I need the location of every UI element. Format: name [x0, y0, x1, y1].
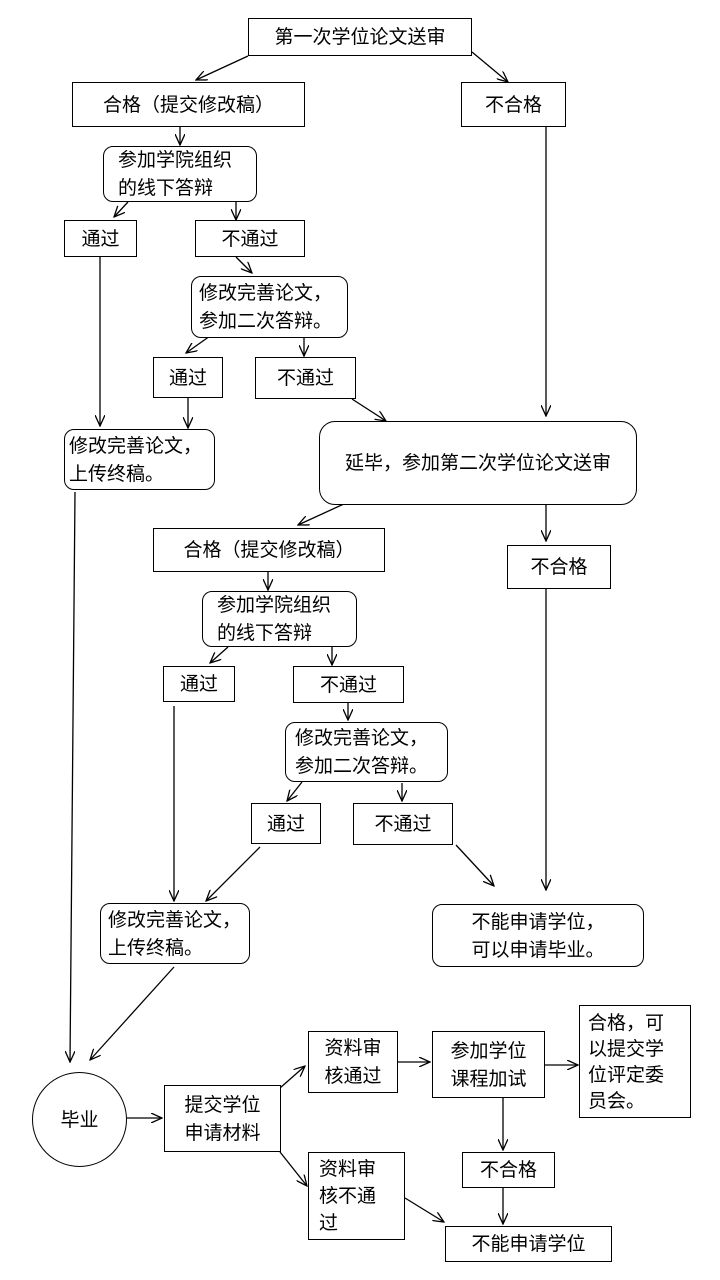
not-through-box-4: 不通过 [353, 803, 453, 845]
no-degree-graduate-line-1: 不能申请学位， [471, 910, 605, 933]
arrow [70, 491, 76, 1062]
course-exam-line-1: 参加学位 [450, 1039, 527, 1062]
graduate-circle: 毕业 [32, 1072, 127, 1167]
defense-line-1: 参加学院组织 [217, 594, 332, 616]
through-box-1: 通过 [64, 220, 137, 257]
arrow [351, 398, 386, 421]
arrow [455, 844, 494, 886]
qualified-box: 合格，可 以提交学 位评定委 员会。 [579, 1005, 691, 1118]
submit-materials-line-1: 提交学位 [184, 1093, 261, 1116]
materials-ok-line-1: 资料审 [324, 1037, 382, 1059]
unqualified-box: 不合格 [462, 1152, 555, 1188]
defense-line-2: 的线下答辩 [118, 177, 214, 199]
revise-line-2: 参加二次答辩。 [199, 310, 333, 332]
arrow [210, 646, 229, 663]
not-through-box-2: 不通过 [255, 357, 356, 399]
upload-line-2: 上传终稿。 [69, 462, 165, 485]
revise-box-2: 修改完善论文， 参加二次答辩。 [285, 722, 448, 782]
through-box-4: 通过 [251, 803, 321, 844]
upload-box-1: 修改完善论文， 上传终稿。 [64, 429, 215, 490]
arrow [471, 51, 508, 82]
qualified-line-4: 员会。 [588, 1089, 646, 1112]
course-exam-line-2: 课程加试 [450, 1067, 527, 1090]
course-exam-box: 参加学位 课程加试 [432, 1031, 545, 1098]
not-through-box-1: 不通过 [195, 220, 305, 257]
defense-line-1: 参加学院组织 [118, 149, 233, 171]
materials-ok-line-2: 核通过 [324, 1065, 382, 1087]
revise-line-2: 参加二次答辩。 [295, 755, 429, 777]
no-degree-box: 不能申请学位 [445, 1226, 612, 1262]
materials-fail-line-1: 资料审 [319, 1157, 377, 1180]
revise-line-1: 修改完善论文， [199, 282, 333, 304]
materials-fail-line-3: 过 [319, 1211, 339, 1234]
arrow [279, 1066, 305, 1089]
submit-materials-box: 提交学位 申请材料 [164, 1085, 281, 1152]
upload-line-1: 修改完善论文， [108, 908, 242, 931]
arrow [186, 335, 211, 353]
through-box-2: 通过 [153, 357, 223, 398]
through-box-3: 通过 [163, 666, 235, 702]
defense-line-2: 的线下答辩 [217, 622, 313, 644]
arrow [206, 846, 261, 901]
no-degree-graduate-line-2: 可以申请毕业。 [471, 938, 605, 961]
no-degree-graduate-box: 不能申请学位， 可以申请毕业。 [432, 904, 644, 967]
materials-fail-line-2: 核不通 [319, 1184, 377, 1207]
arrow [298, 502, 347, 525]
arrow [235, 256, 252, 273]
revise-line-1: 修改完善论文， [295, 727, 429, 749]
defense-box-1: 参加学院组织 的线下答辩 [103, 146, 257, 202]
arrow [90, 966, 175, 1060]
upload-line-2: 上传终稿。 [108, 936, 204, 959]
not-through-box-3: 不通过 [293, 666, 404, 703]
qualified-line-2: 以提交学 [588, 1037, 665, 1060]
upload-box-2: 修改完善论文， 上传终稿。 [100, 903, 250, 964]
arrow [196, 55, 249, 80]
fail-box-2: 不合格 [507, 545, 611, 589]
pass-box-1: 合格（提交修改稿） [72, 82, 305, 127]
materials-fail-box: 资料审 核不通 过 [308, 1152, 405, 1240]
materials-ok-box: 资料审 核通过 [308, 1031, 398, 1093]
delay-box: 延毕，参加第二次学位论文送审 [319, 421, 637, 505]
arrow [114, 201, 129, 217]
qualified-line-1: 合格，可 [588, 1011, 665, 1034]
first-review-box: 第一次学位论文送审 [248, 18, 472, 56]
arrow [279, 1151, 307, 1186]
revise-box-1: 修改完善论文， 参加二次答辩。 [191, 276, 348, 338]
defense-box-2: 参加学院组织 的线下答辩 [202, 591, 357, 647]
arrow [404, 1197, 444, 1222]
qualified-line-3: 位评定委 [588, 1063, 665, 1086]
upload-line-1: 修改完善论文， [69, 434, 203, 457]
fail-box-1: 不合格 [461, 82, 566, 127]
pass-box-2: 合格（提交修改稿） [153, 528, 385, 572]
arrow [287, 781, 303, 801]
submit-materials-line-2: 申请材料 [184, 1121, 261, 1144]
